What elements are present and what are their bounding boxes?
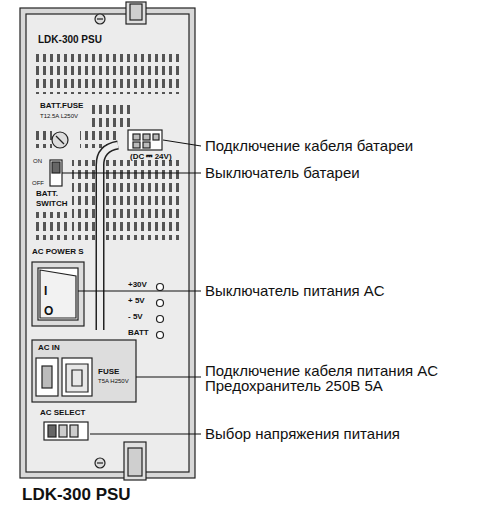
- vent-slots: [32, 54, 182, 94]
- switch-on: ON: [33, 158, 42, 165]
- leader-line: [62, 140, 201, 434]
- switch-mark: O: [44, 305, 53, 318]
- model-label: LDK-300 PSU: [38, 34, 102, 45]
- callout-text: Подключение кабеля батареи: [205, 138, 413, 155]
- callout-text: Выбор напряжения питания: [205, 426, 400, 443]
- switch-label: AC POWER S: [32, 248, 84, 257]
- caption: LDK-300 PSU: [22, 486, 131, 505]
- fuse-label: FUSE: [98, 368, 119, 377]
- switch-off: OFF: [32, 180, 44, 187]
- inlet-label: AC IN: [38, 344, 60, 353]
- led-label: + 5V: [128, 297, 145, 306]
- switch-mark: I: [44, 285, 47, 298]
- led-label: - 5V: [128, 313, 143, 322]
- select-label: AC SELECT: [40, 409, 85, 418]
- callout-text: Предохранитель 250В 5А: [205, 378, 383, 395]
- fuse-rating: T5A H250V: [98, 378, 129, 385]
- callout-text: Выключатель питания AC: [205, 283, 385, 300]
- connector-label: (DC ⎓ 24V): [130, 153, 172, 162]
- callout-text: Выключатель батареи: [205, 165, 360, 182]
- switch-label: BATT.: [36, 190, 58, 199]
- led-label: BATT: [128, 329, 149, 338]
- led-label: +30V: [128, 281, 147, 290]
- fuse-label: BATT.FUSE: [40, 102, 83, 111]
- switch-label: SWITCH: [36, 200, 68, 209]
- fuse-rating: T12.5A L250V: [40, 113, 78, 120]
